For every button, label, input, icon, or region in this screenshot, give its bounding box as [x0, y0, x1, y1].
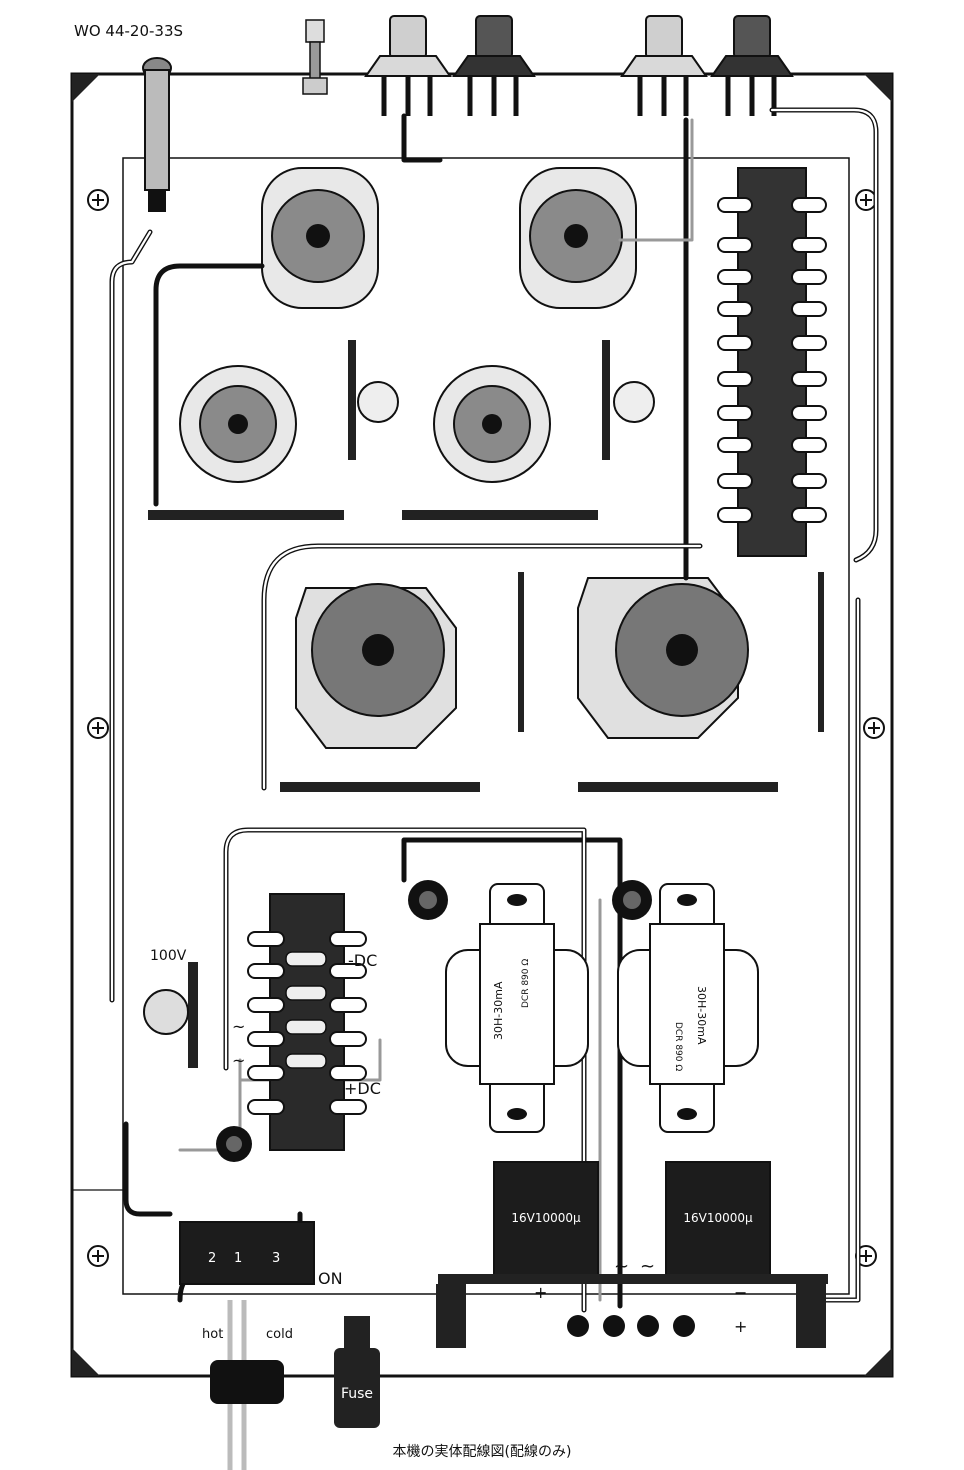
model-number: WO 44-20-33S: [74, 22, 183, 40]
tap-label: 100V: [150, 948, 187, 964]
grommet: [408, 880, 448, 920]
ac-input: hot cold: [202, 1300, 293, 1470]
choke-rating: 30H-30mA: [492, 981, 505, 1040]
rectifier-board: -DC +DC ~ ~: [232, 893, 381, 1151]
ac-label-1: ~: [232, 1017, 245, 1036]
rca-jack-output-1: [620, 15, 708, 116]
switch-pin-3: 3: [272, 1251, 280, 1266]
choke-dcr: DCR 890 Ω: [521, 959, 531, 1008]
fuse-label: Fuse: [341, 1386, 373, 1402]
corner-bracket: [864, 74, 892, 102]
corner-bracket: [864, 1348, 892, 1376]
screw-icon: [87, 189, 109, 211]
diagram-caption: 本機の実体配線図(配線のみ): [393, 1444, 572, 1460]
output-tube-socket-2: [577, 572, 824, 792]
rca-jack-output-2: [710, 15, 794, 116]
capacitor-board: + ~ ~ − +: [436, 1256, 828, 1348]
input-tube-socket-2: [519, 167, 637, 309]
corner-bracket: [72, 74, 100, 102]
rca-jack-input-1: [364, 15, 452, 116]
capacitor-label: 16V10000μ: [511, 1211, 581, 1225]
driver-tube-socket-1: [148, 340, 399, 520]
choke-2: 30H-30mA DCR 890 Ω: [617, 883, 759, 1133]
grommet: [612, 880, 652, 920]
minus-dc-label: -DC: [348, 951, 377, 970]
terminal-strip: [717, 167, 827, 557]
plus-dc-label: +DC: [344, 1079, 381, 1098]
cap-board-plus-1: +: [534, 1283, 547, 1302]
corner-bracket: [72, 1348, 100, 1376]
screw-icon: [87, 1245, 109, 1267]
choke-dcr: DCR 890 Ω: [673, 1022, 683, 1071]
switch-pin-2: 2: [208, 1251, 216, 1266]
capacitor-1: 16V10000μ: [493, 1161, 599, 1281]
screw-icon: [863, 717, 885, 739]
capacitor-label: 16V10000μ: [683, 1211, 753, 1225]
grommet: [216, 1126, 252, 1162]
pilot-lamp: [142, 57, 172, 212]
wiring-harness: [109, 107, 879, 1313]
input-tube-socket-1: [261, 167, 379, 309]
output-tube-socket-1: [280, 572, 524, 792]
screw-icon: [855, 189, 877, 211]
power-transformer-tap: 100V: [143, 948, 198, 1068]
screw-icon: [87, 717, 109, 739]
switch-pin-1: 1: [234, 1251, 242, 1266]
rca-jack-input-2: [452, 15, 536, 116]
choke-1: 30H-30mA DCR 890 Ω: [445, 883, 589, 1133]
cap-board-tilde-2: ~: [640, 1256, 655, 1277]
hot-label: hot: [202, 1327, 223, 1342]
cold-label: cold: [266, 1327, 293, 1342]
ground-terminal: [302, 19, 328, 95]
capacitor-2: 16V10000μ: [665, 1161, 771, 1281]
driver-tube-socket-2: [402, 340, 655, 520]
cap-board-tilde-1: ~: [614, 1256, 629, 1277]
cap-board-minus: −: [734, 1283, 747, 1302]
power-switch: 2 1 3 ON: [179, 1221, 343, 1288]
choke-rating: 30H-30mA: [695, 986, 708, 1045]
switch-state: ON: [318, 1269, 343, 1288]
cap-board-plus-2: +: [734, 1317, 747, 1336]
fuse-holder: Fuse: [334, 1316, 380, 1428]
ac-label-2: ~: [232, 1051, 245, 1070]
